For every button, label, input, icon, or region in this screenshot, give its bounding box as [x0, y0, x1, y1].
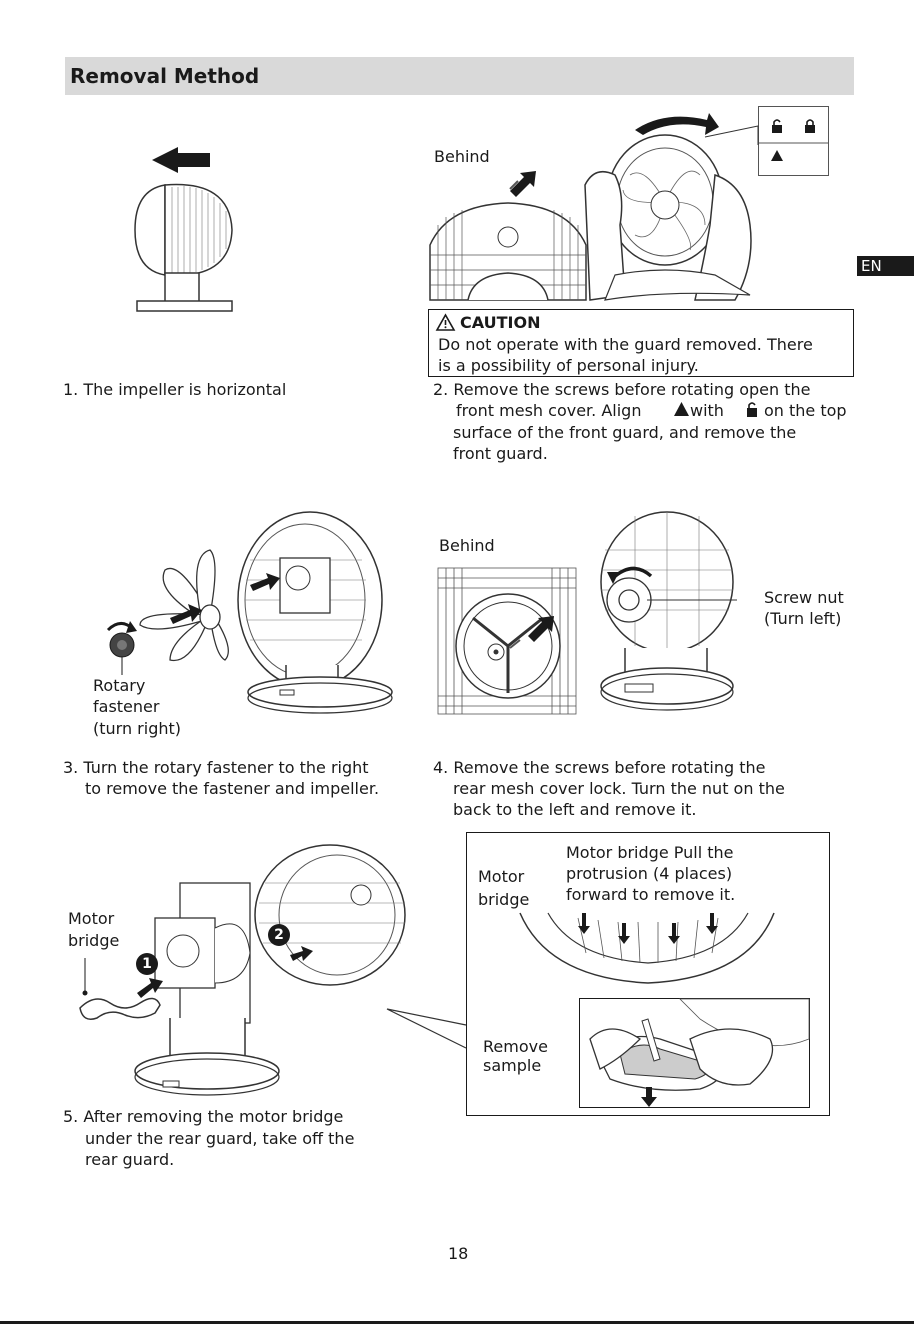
triangle-marker-icon	[771, 150, 783, 161]
box-motor-label-1: Motor	[478, 867, 525, 886]
step-2-line-2b: with	[690, 401, 724, 420]
rotate-arrow-icon	[635, 113, 719, 135]
rotary-label-3: (turn right)	[93, 719, 182, 738]
rotary-label-2: fastener	[93, 697, 160, 716]
step-3-line-2: to remove the fastener and impeller.	[85, 779, 380, 798]
bottom-rule	[0, 1321, 914, 1324]
step-2-line-1: 2. Remove the screws before rotating ope…	[433, 380, 811, 399]
lock-box-divider	[759, 142, 829, 144]
warning-icon	[435, 313, 456, 331]
step-4-line-2: rear mesh cover lock. Turn the nut on th…	[453, 779, 785, 798]
remove-sample-label-1: Remove	[483, 1037, 548, 1056]
motor-bridge-detail-box	[466, 832, 830, 1116]
step-2-line-3: surface of the front guard, and remove t…	[453, 423, 797, 442]
arrow-icon	[137, 978, 163, 998]
rear-grille-illustration	[429, 171, 587, 301]
unlock-icon	[772, 119, 782, 133]
arrow-icon	[290, 946, 313, 961]
behind-label: Behind	[434, 147, 490, 166]
pull-instruction-2: protrusion (4 places)	[566, 864, 733, 883]
lock-icon	[805, 119, 815, 133]
remove-sample-inset	[579, 998, 810, 1108]
caution-box	[428, 309, 854, 377]
motor-bridge-removal-illustration	[79, 844, 406, 1096]
step-4-line-1: 4. Remove the screws before rotating the	[433, 758, 766, 777]
pull-instruction-3: forward to remove it.	[566, 885, 736, 904]
motor-bridge-label-1: Motor	[68, 909, 115, 928]
arrow-icon	[250, 573, 280, 591]
caution-title: CAUTION	[460, 313, 541, 332]
remove-sample-label-2: sample	[483, 1056, 542, 1075]
arrow-icon	[170, 604, 202, 624]
step-badge-1: 1	[136, 953, 158, 975]
pull-instruction-1: Motor bridge Pull the	[566, 843, 734, 862]
section-header-bar	[65, 57, 854, 95]
motor-bridge-bottom-illustration	[519, 912, 775, 984]
motor-bridge-label-2: bridge	[68, 931, 120, 950]
caution-line-1: Do not operate with the guard removed. T…	[438, 335, 813, 354]
rotary-label-1: Rotary	[93, 676, 146, 695]
diagonal-arrow-icon	[510, 171, 536, 197]
step-5-line-3: rear guard.	[85, 1150, 175, 1169]
page-number: 18	[448, 1244, 469, 1263]
hands-removing-bridge-illustration	[589, 998, 810, 1107]
impeller-removal-illustration	[106, 511, 393, 714]
step-2-line-2a: front mesh cover. Align	[456, 401, 642, 420]
down-arrow-icon	[578, 913, 718, 944]
fan-rear-nut-illustration	[600, 511, 737, 711]
box-motor-label-2: bridge	[478, 890, 530, 909]
step-2-line-4: front guard.	[453, 444, 548, 463]
step-4-line-3: back to the left and remove it.	[453, 800, 697, 819]
step-1-text: 1. The impeller is horizontal	[63, 380, 287, 399]
step-5-line-2: under the rear guard, take off the	[85, 1129, 355, 1148]
detail-callout-line	[386, 1008, 467, 1049]
down-arrow-icon	[641, 1087, 657, 1107]
behind-label: Behind	[439, 536, 495, 555]
lock-callout-line	[704, 125, 759, 145]
lock-detail-box	[758, 106, 829, 176]
language-tab: EN	[857, 256, 914, 276]
screw-nut-label-2: (Turn left)	[764, 609, 842, 628]
screw-nut-label-1: Screw nut	[764, 588, 844, 607]
step-5-line-1: 5. After removing the motor bridge	[63, 1107, 344, 1126]
triangle-marker-icon	[674, 402, 689, 416]
unlock-icon	[747, 402, 757, 417]
fan-side-illustration	[134, 147, 233, 312]
rear-cover-closeup-illustration	[437, 567, 577, 715]
caution-line-2: is a possibility of personal injury.	[438, 356, 699, 375]
section-title: Removal Method	[70, 64, 260, 88]
diagonal-arrow-icon	[528, 616, 554, 642]
hands-rotating-guard-illustration	[584, 113, 752, 301]
left-arrow-icon	[152, 147, 210, 173]
step-3-line-1: 3. Turn the rotary fastener to the right	[63, 758, 369, 777]
step-badge-2: 2	[268, 924, 290, 946]
step-2-line-2c: on the top	[764, 401, 847, 420]
